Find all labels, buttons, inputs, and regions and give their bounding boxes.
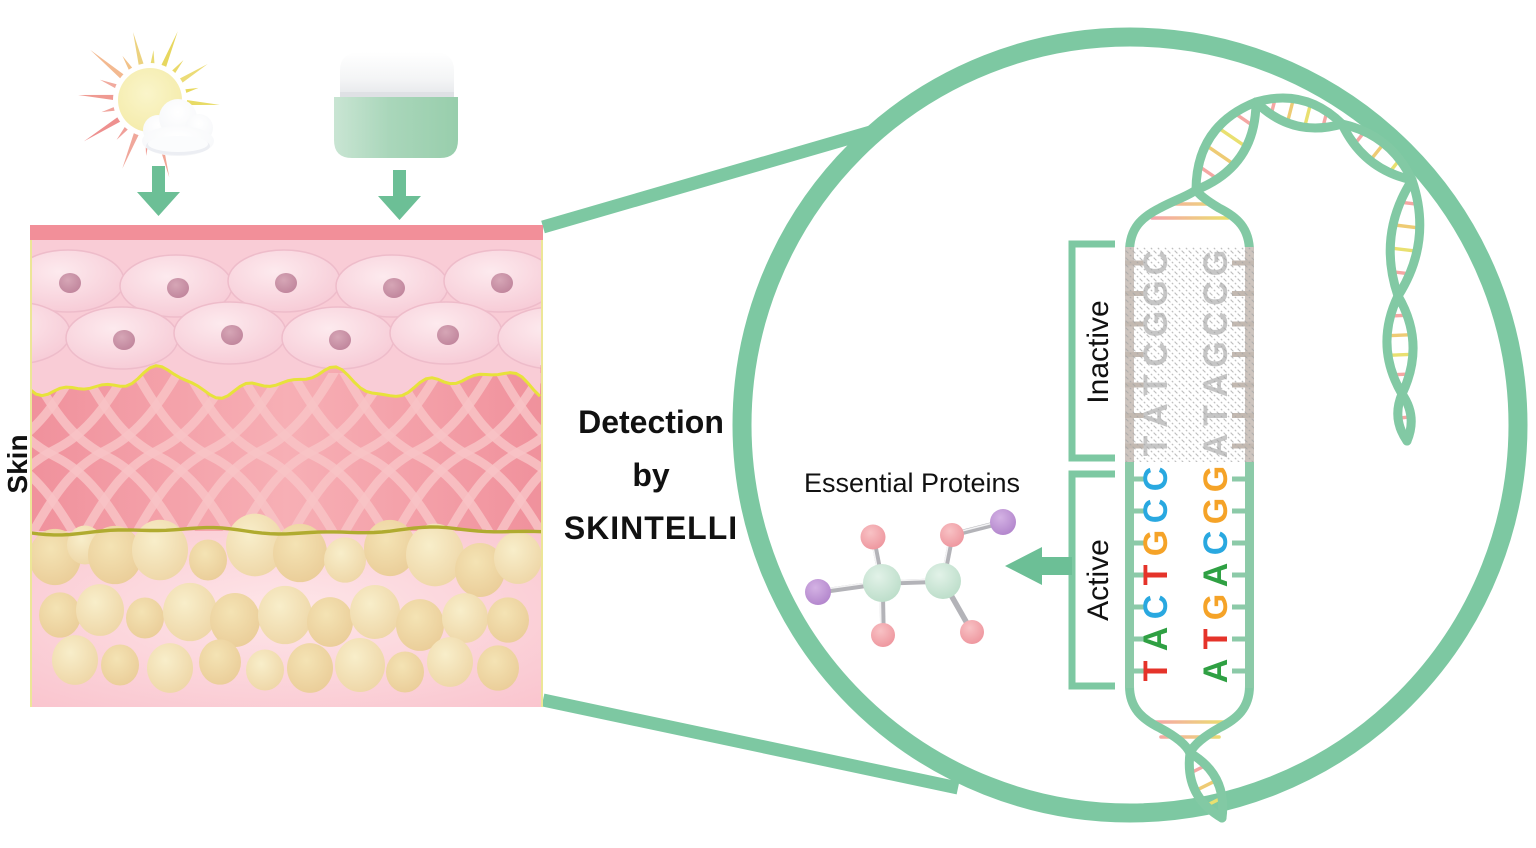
fat-cell (455, 543, 505, 597)
skin-right-edge (541, 240, 543, 707)
fat-cell (335, 638, 385, 692)
dna-base-T: T (1137, 660, 1175, 681)
fat-cell (210, 593, 260, 647)
fat-cell (101, 644, 139, 686)
zoom-circle (732, 27, 1528, 823)
dna-base-C: C (1137, 499, 1175, 524)
epidermis-cells (5, 249, 664, 370)
pink-atom (960, 620, 984, 644)
cell-nucleus (329, 330, 351, 350)
skin-cross-section (5, 225, 664, 707)
fat-cell (442, 593, 488, 643)
fat-cell (246, 649, 284, 691)
cloud-icon (142, 99, 214, 156)
dna-helix-icon (1191, 93, 1425, 446)
pink-atom (860, 524, 886, 550)
left-arrow-icon (1005, 547, 1072, 585)
fat-cell (350, 585, 400, 639)
fat-cell (494, 532, 542, 584)
fat-cell (147, 643, 193, 693)
detection-line-2: by (632, 457, 670, 493)
zoom-callout-lines (541, 124, 960, 795)
fat-cell (324, 537, 366, 583)
cell-nucleus (5, 325, 27, 345)
fat-cell (76, 584, 124, 636)
active-label: Active (1082, 539, 1115, 621)
cell-nucleus (599, 278, 621, 298)
fat-cell (39, 592, 81, 638)
cell-nucleus (383, 278, 405, 298)
fat-cell (189, 539, 227, 581)
dna-helix-tail (1184, 748, 1228, 823)
mint-atom (863, 564, 901, 602)
cell-nucleus (221, 325, 243, 345)
dna-base-A: A (1197, 659, 1235, 684)
collagen-fibers (30, 373, 543, 533)
detection-line-1: Detection (578, 404, 724, 440)
dna-base-A: A (1197, 563, 1235, 588)
skin-layer-surface (30, 225, 543, 240)
dna-base-G: G (1197, 466, 1235, 492)
inactive-label: Inactive (1082, 300, 1115, 403)
active-bracket: Active (1068, 470, 1115, 690)
dna-base-C: C (1197, 531, 1235, 556)
fat-cell (126, 597, 164, 639)
dna-base-G: G (1197, 498, 1235, 524)
fat-cell (307, 597, 353, 647)
fat-cells (30, 513, 542, 693)
protein-molecule-icon (805, 509, 1016, 647)
cell-nucleus (491, 273, 513, 293)
cell-nucleus (167, 278, 189, 298)
purple-atom (805, 579, 831, 605)
dna-base-C: C (1137, 467, 1175, 492)
mint-atom (925, 563, 961, 599)
fat-cell (477, 645, 519, 691)
dna-base-G: G (1197, 594, 1235, 620)
fat-cell (273, 523, 327, 583)
fat-cell (52, 635, 98, 685)
dna-base-A: A (1137, 627, 1175, 652)
dna-base-G: G (1137, 530, 1175, 556)
cream-jar-icon (334, 52, 458, 158)
cell-nucleus (275, 273, 297, 293)
pink-atom (940, 523, 964, 547)
sun-cloud-icon (78, 31, 220, 178)
detection-line-3: SKINTELLI (564, 510, 738, 546)
dermis-hypodermis-boundary (30, 525, 543, 537)
fat-cell (88, 525, 142, 585)
fat-cell (199, 639, 241, 685)
epidermis-cell (497, 306, 543, 370)
epidermis-cell (552, 255, 664, 317)
fat-cell (406, 523, 464, 587)
inactive-bracket: Inactive (1068, 240, 1115, 462)
skin-label: Skin (2, 434, 33, 493)
fat-cell (386, 651, 424, 693)
cell-nucleus (113, 330, 135, 350)
cell-nucleus (545, 330, 567, 350)
fat-cell (132, 519, 188, 581)
cell-nucleus (437, 325, 459, 345)
purple-atom (990, 509, 1016, 535)
dna-inactive-region: CGGCGCCGTAATTA (1125, 247, 1254, 462)
fat-cell (258, 585, 312, 645)
down-arrow-icon (378, 170, 421, 220)
dna-ladder-neck (1125, 185, 1254, 758)
fat-cell (163, 582, 217, 642)
fat-cell (487, 597, 529, 643)
fat-cell (396, 599, 444, 651)
epidermis-dermis-boundary (30, 364, 542, 400)
detection-caption: Detection by SKINTELLI (564, 404, 738, 546)
dna-base-T: T (1137, 564, 1175, 585)
skin-left-edge (30, 240, 32, 707)
fat-cell (427, 637, 473, 687)
essential-proteins-label: Essential Proteins (804, 468, 1020, 498)
cell-nucleus (59, 273, 81, 293)
fat-cell (287, 643, 333, 693)
dna-base-C: C (1137, 595, 1175, 620)
dna-base-T: T (1197, 628, 1235, 649)
down-arrow-icon (137, 166, 180, 216)
pink-atom (871, 623, 895, 647)
